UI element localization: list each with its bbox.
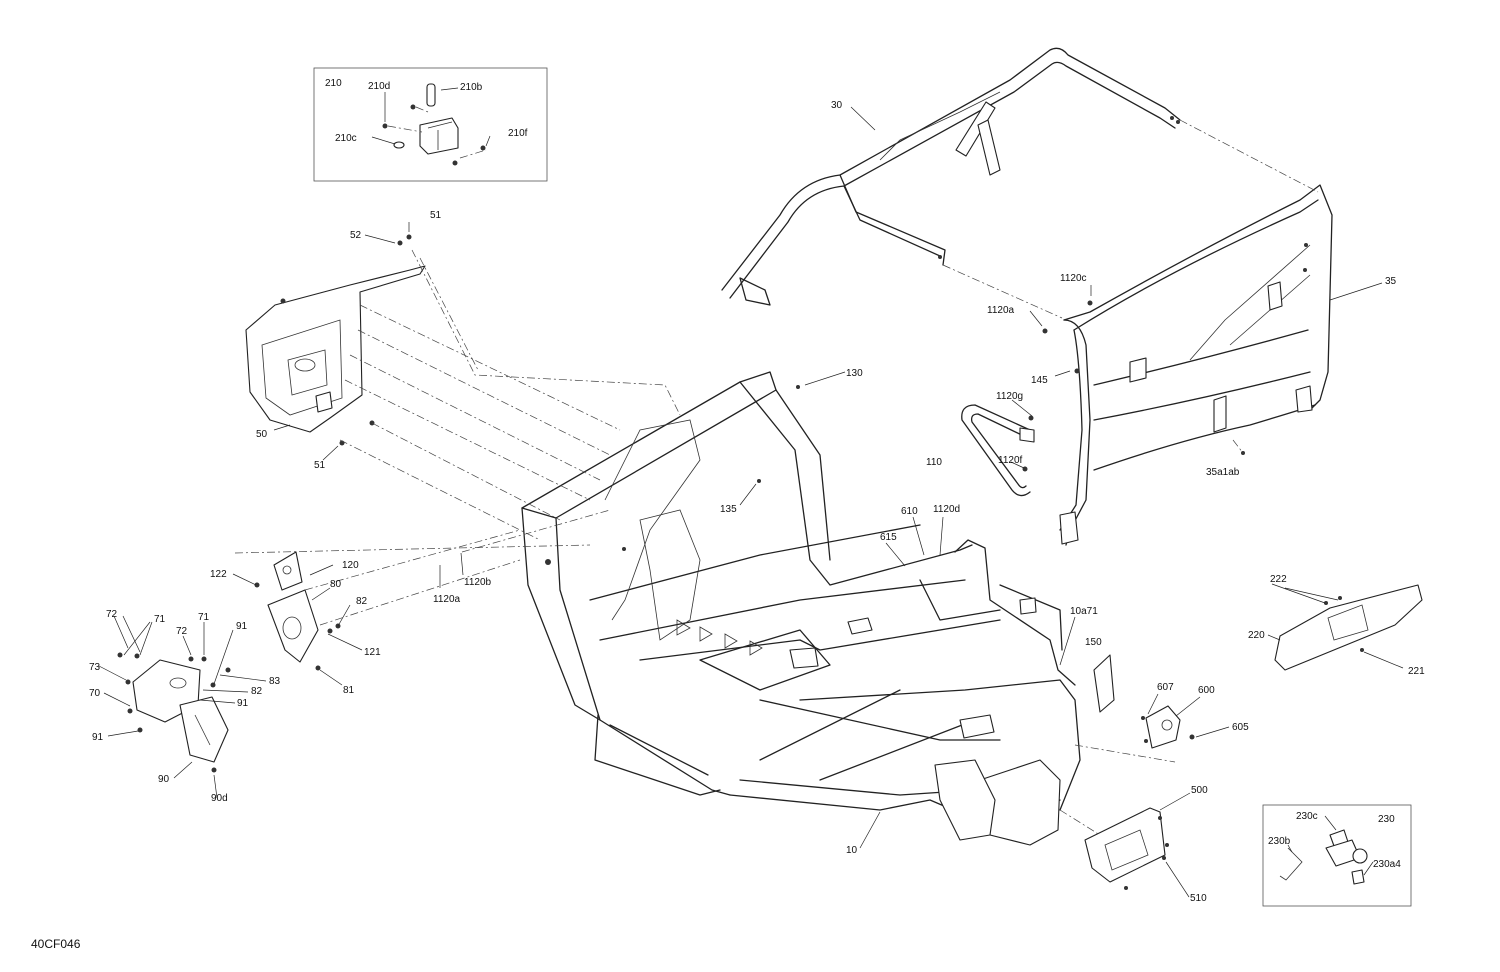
callout-35: 35 xyxy=(1385,276,1397,287)
roll-cage-30 xyxy=(721,47,1181,306)
callout-230a4: 230a4 xyxy=(1373,859,1401,870)
callout-122: 122 xyxy=(210,569,227,580)
callout-230b: 230b xyxy=(1268,836,1291,847)
callout-230c: 230c xyxy=(1296,811,1318,822)
callout-10a71: 10a71 xyxy=(1070,606,1098,617)
callout-labels: 210 210d 210b 210c 210f 30 35 1120c 1120… xyxy=(89,78,1425,904)
callout-72-b: 72 xyxy=(176,626,188,637)
callout-82-top: 82 xyxy=(356,596,368,607)
callout-1120c: 1120c xyxy=(1060,273,1087,284)
callout-50: 50 xyxy=(256,429,268,440)
callout-130: 130 xyxy=(846,368,863,379)
callout-1120b: 1120b xyxy=(464,577,492,588)
callout-500: 500 xyxy=(1191,785,1208,796)
callout-30: 30 xyxy=(831,100,843,111)
callout-1120d: 1120d xyxy=(933,504,960,515)
callout-210c: 210c xyxy=(335,133,357,144)
callout-83: 83 xyxy=(269,676,281,687)
callout-91-b: 91 xyxy=(237,698,249,709)
callout-120: 120 xyxy=(342,560,359,571)
callout-52: 52 xyxy=(350,230,362,241)
callout-210d: 210d xyxy=(368,81,390,92)
callout-82-b: 82 xyxy=(251,686,263,697)
callout-1120g: 1120g xyxy=(996,391,1023,402)
callout-510: 510 xyxy=(1190,893,1207,904)
callout-90d: 90d xyxy=(211,793,228,804)
callout-1120a-top: 1120a xyxy=(987,305,1015,316)
callout-91-c: 91 xyxy=(92,732,104,743)
callout-230: 230 xyxy=(1378,814,1395,825)
callout-70: 70 xyxy=(89,688,101,699)
callout-607: 607 xyxy=(1157,682,1174,693)
callout-150: 150 xyxy=(1085,637,1102,648)
callout-51-top: 51 xyxy=(430,210,442,221)
callout-210: 210 xyxy=(325,78,342,89)
callout-80: 80 xyxy=(330,579,342,590)
grab-handle-110 xyxy=(961,300,1245,497)
callout-600: 600 xyxy=(1198,685,1215,696)
callout-1120f: 1120f xyxy=(998,455,1023,466)
callout-71-b: 71 xyxy=(198,612,210,623)
figure-code: 40CF046 xyxy=(31,937,81,951)
callout-90: 90 xyxy=(158,774,170,785)
callout-1120a-mid: 1120a xyxy=(433,594,461,605)
rear-cage-35 xyxy=(1059,184,1333,546)
callout-605: 605 xyxy=(1232,722,1249,733)
leader-lines xyxy=(98,106,1404,898)
main-chassis-10 xyxy=(521,371,1081,846)
callout-10: 10 xyxy=(846,845,858,856)
callout-71-a: 71 xyxy=(154,614,166,625)
callout-35a1ab: 35a1ab xyxy=(1206,467,1240,478)
callout-145: 145 xyxy=(1031,375,1048,386)
callout-110: 110 xyxy=(926,457,942,468)
front-bumper-50 xyxy=(245,234,426,446)
callout-222: 222 xyxy=(1270,574,1287,585)
dashed-assembly-lines xyxy=(234,119,1319,836)
callout-210b: 210b xyxy=(460,82,483,93)
skid-plate-500 xyxy=(1084,807,1169,890)
callout-121: 121 xyxy=(364,647,381,658)
callout-81: 81 xyxy=(343,685,355,696)
callout-221: 221 xyxy=(1408,666,1425,677)
callout-615: 615 xyxy=(880,532,897,543)
callout-73: 73 xyxy=(89,662,101,673)
callout-72-a: 72 xyxy=(106,609,118,620)
callout-51-bottom: 51 xyxy=(314,460,326,471)
inset-box-230 xyxy=(1262,804,1412,907)
callout-210f: 210f xyxy=(508,128,528,139)
rear-parts-group xyxy=(1093,654,1195,749)
callout-135: 135 xyxy=(720,504,737,515)
callout-220: 220 xyxy=(1248,630,1265,641)
callout-610: 610 xyxy=(901,506,918,517)
hitch-plate-220 xyxy=(1274,584,1423,671)
front-brackets-group xyxy=(117,551,341,773)
callout-91-a: 91 xyxy=(236,621,248,632)
inset-box-210 xyxy=(313,67,548,182)
